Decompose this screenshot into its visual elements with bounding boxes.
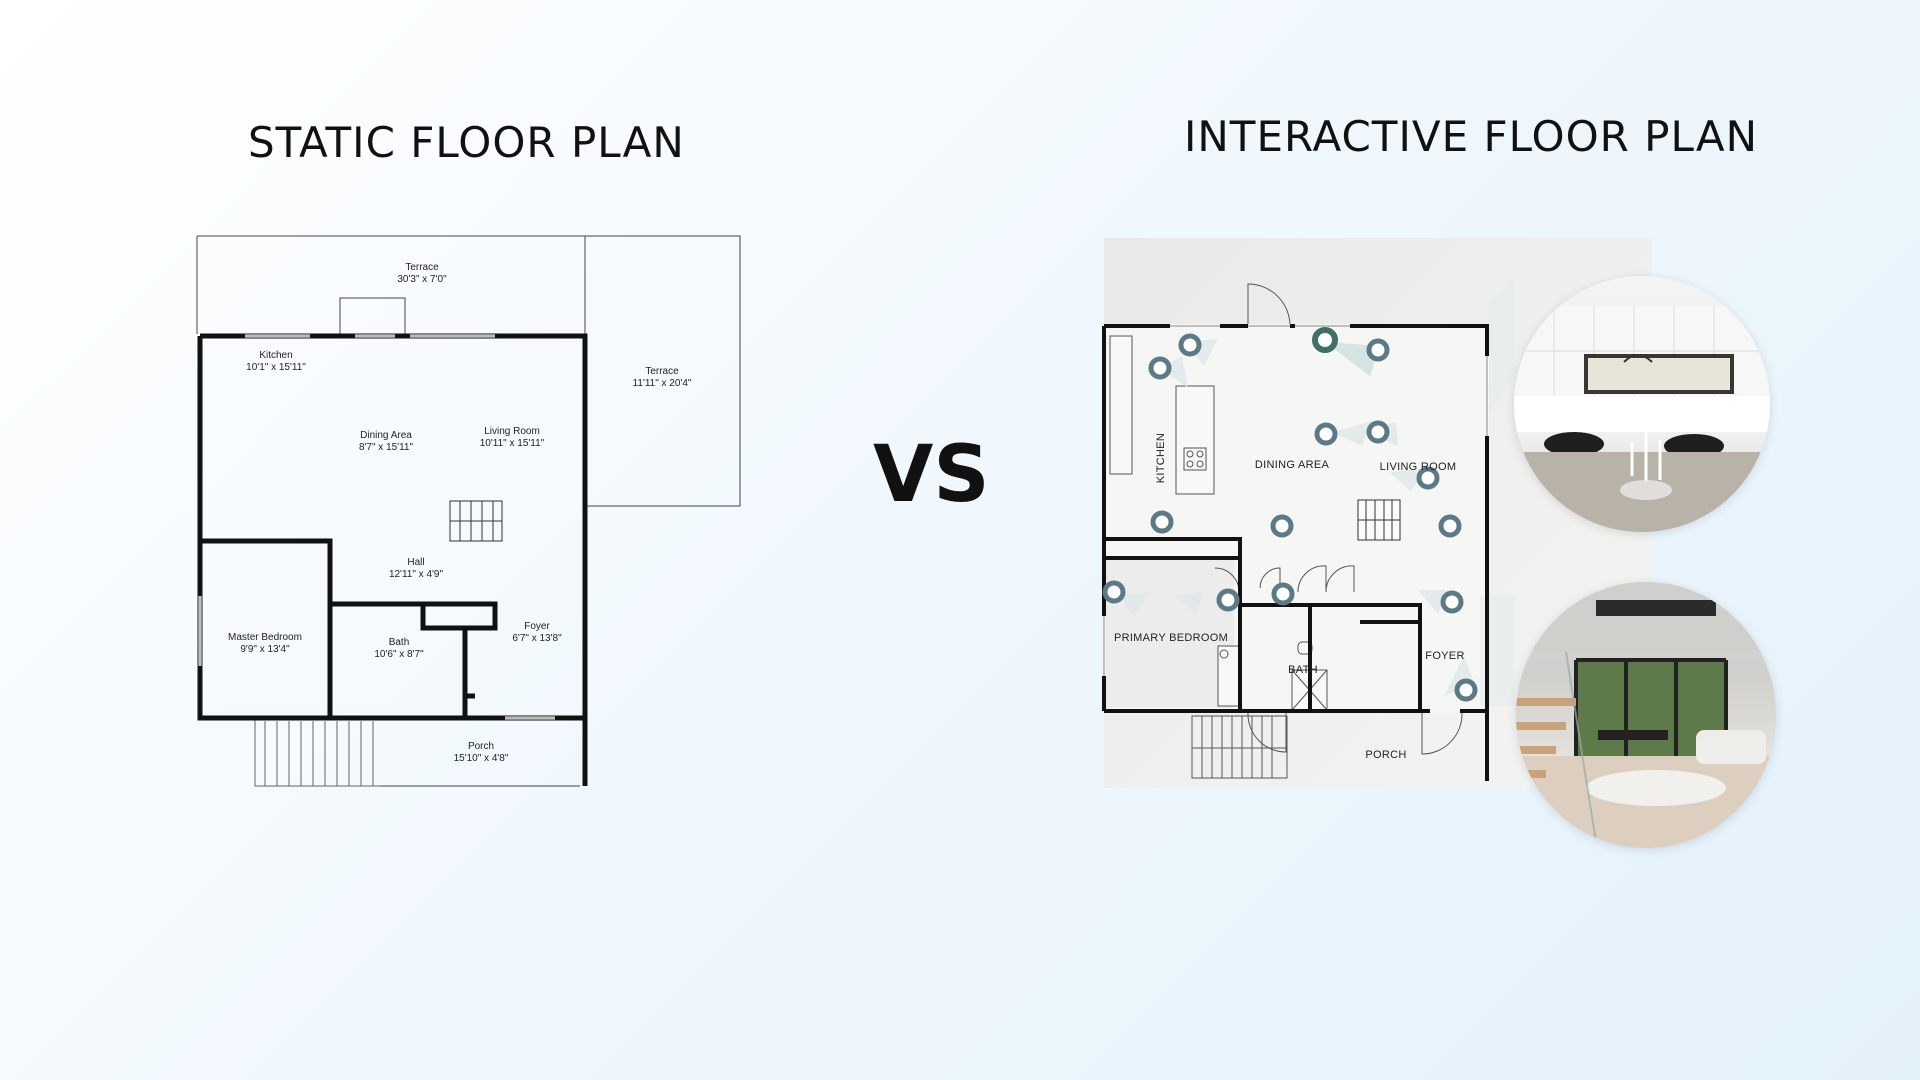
living-room-photo-illustration	[1516, 582, 1776, 848]
camera-marker-icon	[1178, 333, 1202, 357]
camera-marker-icon	[1148, 356, 1172, 380]
camera-marker-icon	[1440, 590, 1464, 614]
interior-stairs	[449, 500, 503, 542]
static-floor-plan-title: STATIC FLOOR PLAN	[248, 118, 685, 167]
master-bedroom-label: Master Bedroom	[228, 632, 302, 643]
dining-area-size: 8'7" x 15'11"	[359, 442, 414, 453]
static-walls	[197, 333, 588, 786]
terrace-side-label: Terrace	[645, 366, 679, 377]
camera-marker-icon	[1102, 580, 1126, 604]
camera-marker-icon	[1416, 466, 1440, 490]
porch-outline	[254, 716, 580, 787]
porch-stairs-interactive	[1191, 715, 1288, 779]
kitchen-label: Kitchen	[259, 350, 292, 361]
living-room-label-interactive: LIVING ROOM	[1380, 461, 1457, 473]
camera-marker-icon	[1216, 588, 1240, 612]
camera-marker-dots	[1102, 327, 1478, 702]
kitchen-photo-illustration	[1514, 306, 1770, 532]
master-bedroom-size: 9'9" x 13'4"	[240, 644, 290, 655]
dining-area-label: Dining Area	[360, 430, 412, 441]
terrace-top-label: Terrace	[405, 262, 439, 273]
bath-label: Bath	[389, 637, 410, 648]
kitchen-fixtures	[1109, 335, 1215, 495]
foyer-label: Foyer	[524, 621, 550, 632]
terrace-side-size: 11'11" x 20'4"	[633, 378, 692, 389]
interior-stairs-interactive	[1357, 499, 1401, 541]
porch-label-interactive: PORCH	[1365, 749, 1406, 761]
kitchen-size: 10'1" x 15'11"	[246, 362, 306, 373]
interactive-window-panes	[1103, 325, 1488, 676]
porch-size: 15'10" x 4'8"	[454, 753, 509, 764]
static-floor-plan: Terrace 30'3" x 7'0" Terrace 11'11" x 20…	[196, 235, 741, 787]
camera-markers	[1118, 339, 1474, 696]
dining-area-label-interactive: DINING AREA	[1255, 459, 1330, 471]
camera-marker-icon	[1270, 514, 1294, 538]
primary-bedroom-label: PRIMARY BEDROOM	[1114, 632, 1228, 644]
terrace-step	[339, 297, 406, 335]
static-window-panes	[199, 335, 555, 719]
camera-marker-icon	[1454, 678, 1478, 702]
hall-label: Hall	[407, 557, 424, 568]
interactive-floor-plan-title: INTERACTIVE FLOOR PLAN	[1184, 112, 1759, 161]
camera-marker-icon	[1314, 422, 1338, 446]
kitchen-label-interactive: KITCHEN	[1155, 433, 1167, 483]
camera-marker-icon	[1366, 420, 1390, 444]
camera-marker-icon	[1150, 510, 1174, 534]
foyer-size: 6'7" x 13'8"	[512, 633, 562, 644]
living-room-photo-preview[interactable]	[1516, 582, 1776, 848]
camera-marker-icon	[1438, 514, 1462, 538]
camera-marker-icon-active	[1312, 327, 1338, 353]
terrace-side-outline	[585, 235, 741, 507]
terrace-top-size: 30'3" x 7'0"	[397, 274, 447, 285]
active-view-cone	[1325, 342, 1380, 376]
kitchen-photo-preview[interactable]	[1514, 276, 1770, 532]
camera-marker-icon	[1271, 582, 1295, 606]
foyer-label-interactive: FOYER	[1425, 650, 1464, 662]
kitchen-view-beam	[1488, 276, 1514, 416]
living-room-label: Living Room	[484, 426, 540, 437]
bath-size: 10'6" x 8'7"	[374, 649, 424, 660]
bath-label-interactive: BATH	[1288, 664, 1318, 676]
vs-label: VS	[873, 430, 990, 520]
living-room-size: 10'11" x 15'11"	[480, 438, 545, 449]
porch-label: Porch	[468, 741, 494, 752]
hall-size: 12'11" x 4'9"	[389, 569, 444, 580]
camera-marker-icon	[1366, 338, 1390, 362]
porch-stairs	[254, 716, 380, 787]
terrace-top-outline	[196, 235, 586, 334]
